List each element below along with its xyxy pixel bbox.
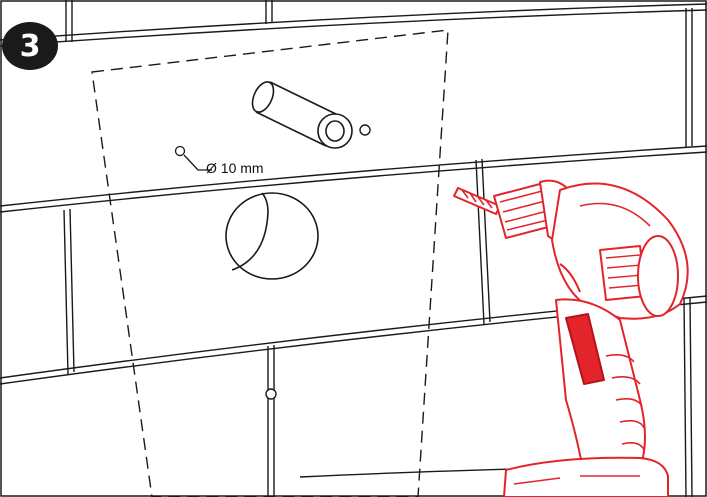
step-number-badge: 3 [2, 22, 58, 70]
pipe-stub [251, 81, 353, 149]
drilling-template-outline [91, 29, 449, 497]
hole-marker [174, 145, 212, 171]
small-hole-right [359, 124, 371, 136]
hole-diameter-label: Ø 10 mm [206, 160, 264, 176]
small-hole-bottom [265, 388, 277, 400]
power-drill-icon [453, 179, 689, 497]
large-cutout-hole [225, 192, 319, 280]
